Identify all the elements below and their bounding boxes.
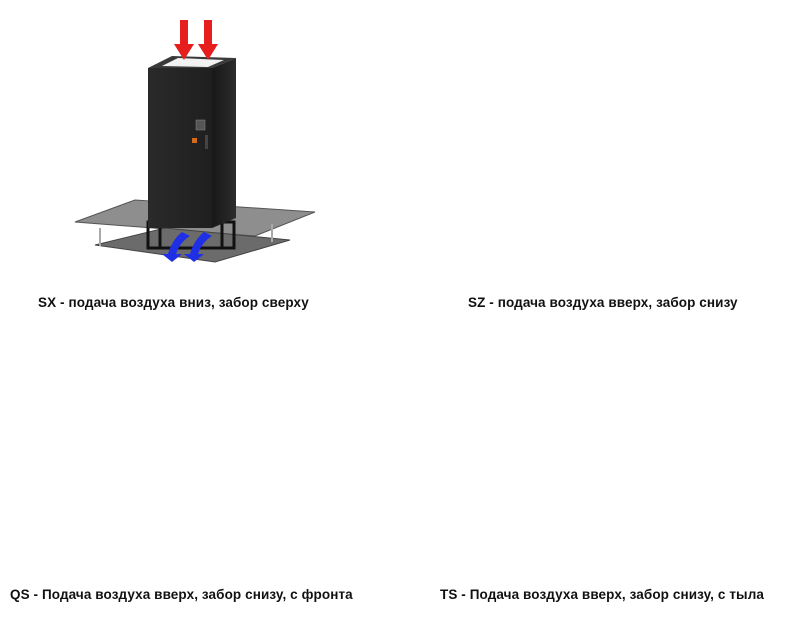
intake-arrows <box>174 20 218 60</box>
floor-pedestals <box>99 224 273 246</box>
control-display <box>195 119 206 131</box>
top-intake-opening <box>162 58 224 67</box>
supply-arrows <box>162 232 212 262</box>
cabinet-front <box>148 68 212 228</box>
cabinet-side <box>212 58 236 228</box>
caption-sz: SZ - подача воздуха вверх, забор снизу <box>468 295 738 310</box>
caption-ts: TS - Подача воздуха вверх, забор снизу, … <box>440 587 764 602</box>
unit-sx <box>74 20 316 263</box>
power-switch <box>192 138 197 143</box>
caption-qs: QS - Подача воздуха вверх, забор снизу, … <box>10 587 353 602</box>
caption-sx: SX - подача воздуха вниз, забор сверху <box>38 295 309 310</box>
door-handle <box>205 135 208 149</box>
